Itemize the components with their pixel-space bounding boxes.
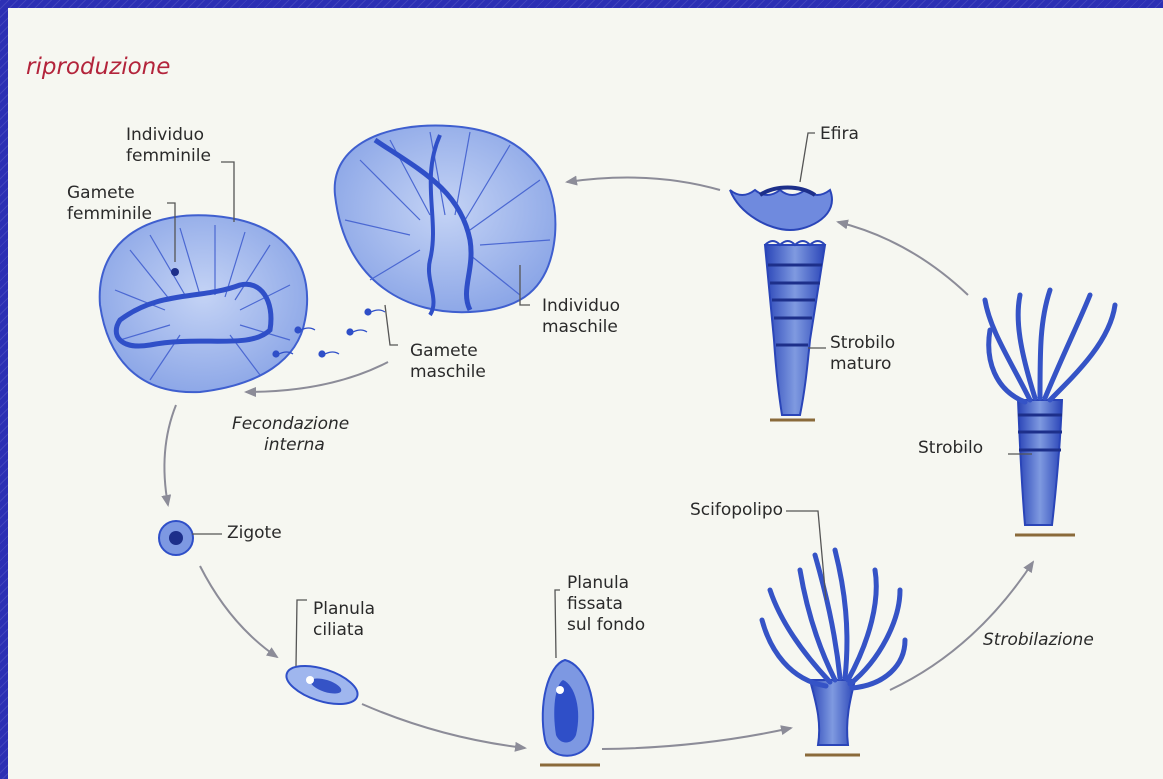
label-line: interna [232,435,349,456]
label-fecondazione-interna: Fecondazione interna [232,414,349,456]
label-line: maschile [410,362,486,383]
label-strobilazione: Strobilazione [983,630,1094,651]
zygote-figure [159,521,193,555]
arrow-efira-to-medusa [567,178,720,191]
label-line: fissata [567,594,645,615]
ephyra-figure [730,188,832,231]
label-line: maschile [542,317,620,338]
arrow-strobilo-to-efira [838,222,968,295]
arrow-planula-to-fissata [362,704,525,748]
label-efira: Efira [820,124,859,145]
label-gamete-maschile: Gamete maschile [410,341,486,383]
label-planula-ciliata: Planula ciliata [313,599,375,641]
label-line: Gamete [410,341,486,362]
label-line: Planula [313,599,375,620]
label-line: Planula [567,573,645,594]
label-line: maturo [830,354,895,375]
label-line: femminile [67,204,152,225]
label-line: sul fondo [567,615,645,636]
label-planula-fissata: Planula fissata sul fondo [567,573,645,636]
label-individuo-maschile: Individuo maschile [542,296,620,338]
label-gamete-femminile: Gamete femminile [67,183,152,225]
mature-strobila-figure [765,241,825,420]
arrow-medusa-to-zigote [164,405,176,505]
female-gamete-dot [171,268,179,276]
arrow-zigote-to-planula [200,566,277,657]
arrow-strobilazione [890,562,1033,690]
label-strobilo: Strobilo [918,438,983,459]
label-line: Individuo [542,296,620,317]
label-individuo-femminile: Individuo femminile [126,125,211,167]
page-title: riproduzione [26,54,170,80]
label-scifopolipo: Scifopolipo [690,500,783,521]
label-line: femminile [126,146,211,167]
strobila-figure [985,290,1115,535]
label-zigote: Zigote [227,523,282,544]
ciliated-planula-figure [282,658,362,711]
arrow-fissata-to-polipo [602,728,791,749]
female-medusa-figure [100,215,307,392]
fixed-planula-figure [540,660,600,765]
scyphopolyp-figure [762,550,905,755]
label-line: ciliata [313,620,375,641]
label-line: Gamete [67,183,152,204]
label-strobilo-maturo: Strobilo maturo [830,333,895,375]
label-line: Fecondazione [232,414,349,435]
male-medusa-figure [335,126,556,315]
label-line: Strobilo [830,333,895,354]
label-line: Individuo [126,125,211,146]
